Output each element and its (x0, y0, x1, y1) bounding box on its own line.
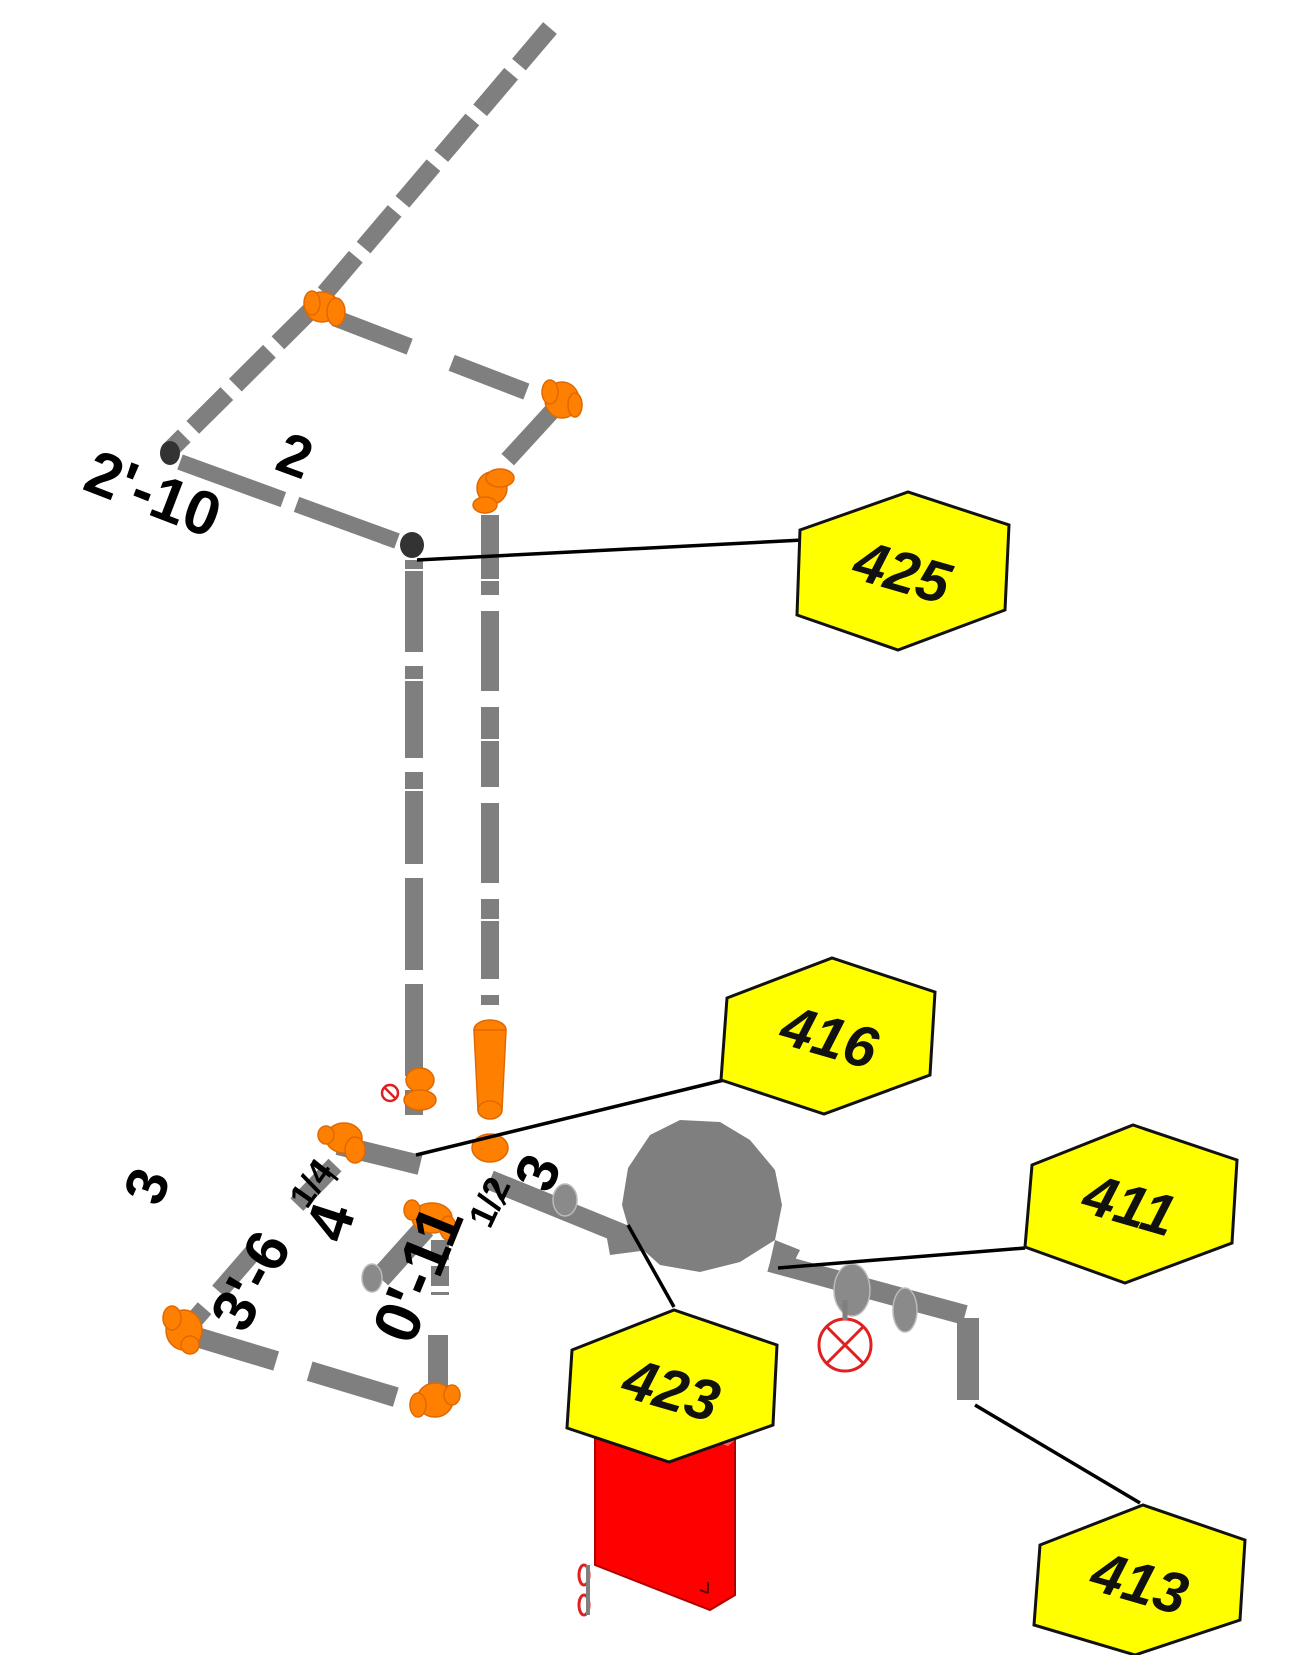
pipe-upper-diagonal (161, 22, 557, 459)
pipe-branch-diag (371, 1220, 434, 1286)
dimension-ticks (312, 1158, 507, 1206)
dim-top-length: 2'-10 (76, 437, 230, 551)
pipe-loop-diagonal (183, 1158, 342, 1331)
fitting-loop-right (409, 1382, 461, 1418)
fitting-upper-left (303, 290, 346, 327)
dim-lower-width-a: 3 (111, 1160, 183, 1213)
pipe-end-marks (405, 569, 499, 921)
fitting-loop-left (162, 1305, 203, 1355)
pipe-top-return (177, 454, 400, 549)
tag-416: 416 (719, 956, 937, 1116)
tag-411: 411 (1023, 1123, 1239, 1285)
leader-425 (416, 538, 804, 562)
tag-413: 413 (1032, 1503, 1247, 1655)
elbow-top-drop (400, 532, 424, 558)
vessel (605, 1120, 800, 1272)
pipe-loop-bottom (187, 1325, 415, 1412)
dim-lower-length-a: 3'-6 (197, 1220, 304, 1341)
fitting-lower-tee-left (317, 1122, 366, 1164)
fitting-upper-tee (472, 468, 515, 514)
elbow-top-left (160, 441, 180, 465)
leader-423 (626, 1224, 676, 1308)
dim-top-width: 2 (269, 420, 322, 492)
leader-416 (415, 1078, 725, 1157)
tag-423: 423 (565, 1308, 779, 1464)
valve-small-orange (403, 1067, 437, 1111)
fittings (162, 290, 583, 1418)
tag-425: 425 (795, 490, 1011, 652)
equipment-valve-handles (577, 1563, 591, 1617)
pipe-upper-cross (331, 310, 555, 409)
pipe-upper-down-left (493, 402, 562, 474)
pipe-network (161, 22, 979, 1412)
dim-lower-width-b: 4 (293, 1195, 369, 1250)
valve-handwheel-lower (817, 1300, 873, 1373)
valve-handwheel-small (380, 1083, 400, 1103)
leader-lines (415, 538, 1141, 1505)
leader-411 (777, 1246, 1026, 1270)
dimension-labels: 2 2'-10 3 3'-6 1/4 4 0'-11 1/2 3 (76, 420, 574, 1352)
dark-elbows (160, 441, 424, 558)
leader-413 (974, 1403, 1141, 1505)
reducer-vertical (471, 1019, 509, 1163)
fitting-lower-branch (403, 1199, 457, 1241)
fitting-upper-right (541, 379, 583, 419)
